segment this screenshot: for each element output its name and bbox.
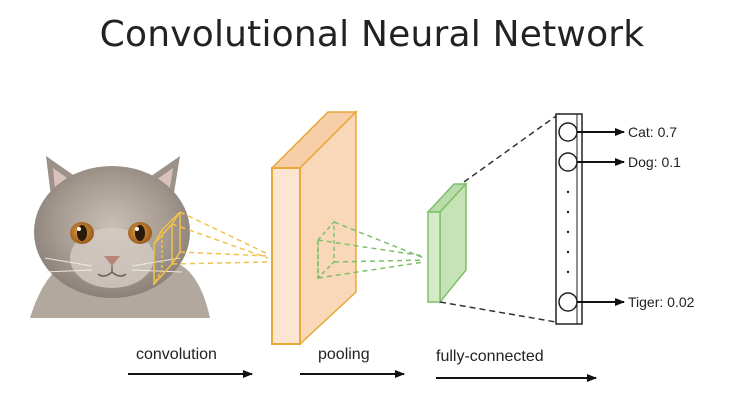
output-label-dog: Dog: 0.1 <box>628 154 681 170</box>
receptive-field-projection <box>171 211 269 265</box>
output-node-dog <box>558 152 578 172</box>
diagram-title: Convolutional Neural Network <box>99 14 645 55</box>
output-label-tiger: Tiger: 0.02 <box>628 294 695 310</box>
fc-projection-lines <box>439 115 557 323</box>
ellipsis-dots <box>566 190 570 274</box>
stage-label-pooling: pooling <box>318 346 370 363</box>
convolution-layer <box>270 110 358 346</box>
stage-label-fully-connected: fully-connected <box>436 348 544 365</box>
cat-photo <box>22 152 212 318</box>
pooling-projection <box>317 221 425 279</box>
output-label-cat: Cat: 0.7 <box>628 124 677 140</box>
output-node-tiger <box>558 292 578 312</box>
stage-label-convolution: convolution <box>136 346 217 363</box>
output-node-cat <box>558 122 578 142</box>
fully-connected-layer <box>555 113 583 325</box>
output-arrows <box>577 128 625 306</box>
pooling-layer <box>426 182 468 305</box>
